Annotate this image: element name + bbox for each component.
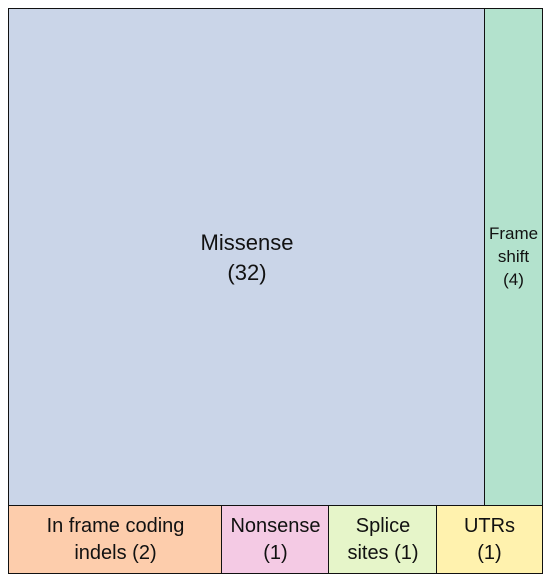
cell-label-utrs-line2: (1) (477, 541, 502, 564)
treemap-cell-frameshift: Frame shift (4) (484, 8, 543, 507)
cell-label-splice-line1: Splice (355, 514, 411, 537)
treemap-cell-splice-sites: Splice sites (1) (328, 505, 438, 574)
cell-label-inframe-line2: indels (2) (74, 541, 157, 564)
treemap-cell-inframe-indels: In frame coding indels (2) (8, 505, 223, 574)
cell-label-nonsense-line2: (1) (263, 541, 288, 564)
treemap-cell-nonsense: Nonsense (1) (221, 505, 330, 574)
cell-label-utrs-line1: UTRs (463, 514, 516, 537)
cell-label-frameshift-line3: (4) (503, 269, 524, 289)
treemap-cell-utrs: UTRs (1) (436, 505, 543, 574)
cell-label-missense-line2: (32) (227, 259, 267, 285)
cell-label-splice-line2: sites (1) (347, 541, 419, 564)
cell-label-nonsense-line1: Nonsense (230, 514, 321, 537)
cell-label-frameshift-line1: Frame (488, 224, 539, 244)
cell-label-inframe-line1: In frame coding (46, 514, 185, 537)
treemap-cell-missense: Missense (32) (8, 8, 486, 507)
cell-label-frameshift-line2: shift (497, 247, 530, 267)
cell-label-missense-line1: Missense (200, 229, 294, 255)
